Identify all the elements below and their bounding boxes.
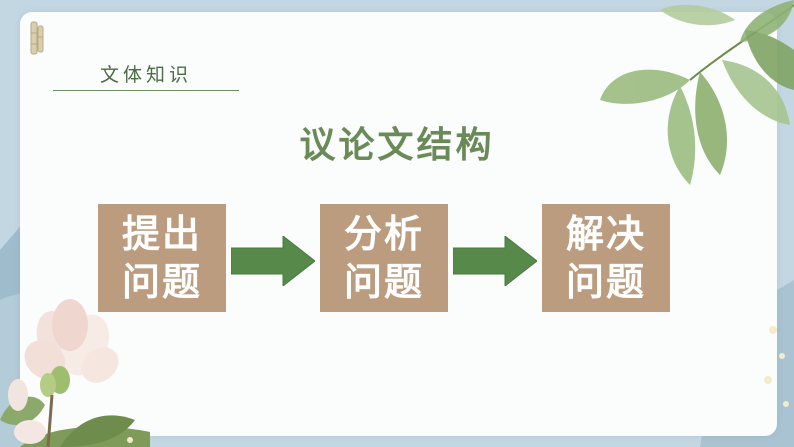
section-divider [53,90,239,91]
step-box-analyze-question: 分析 问题 [320,204,448,312]
step-label: 提出 [121,212,202,256]
step-box-raise-question: 提出 问题 [98,204,226,312]
step-label: 问题 [565,260,646,304]
section-label: 文体知识 [100,64,193,86]
step-label: 解决 [565,212,646,256]
arrow-right-icon [453,236,537,286]
step-box-solve-question: 解决 问题 [542,204,670,312]
step-label: 问题 [343,260,424,304]
step-label: 分析 [343,212,424,256]
step-label: 问题 [121,260,202,304]
arrow-right-icon [231,236,315,286]
slide-title: 议论文结构 [299,125,495,166]
